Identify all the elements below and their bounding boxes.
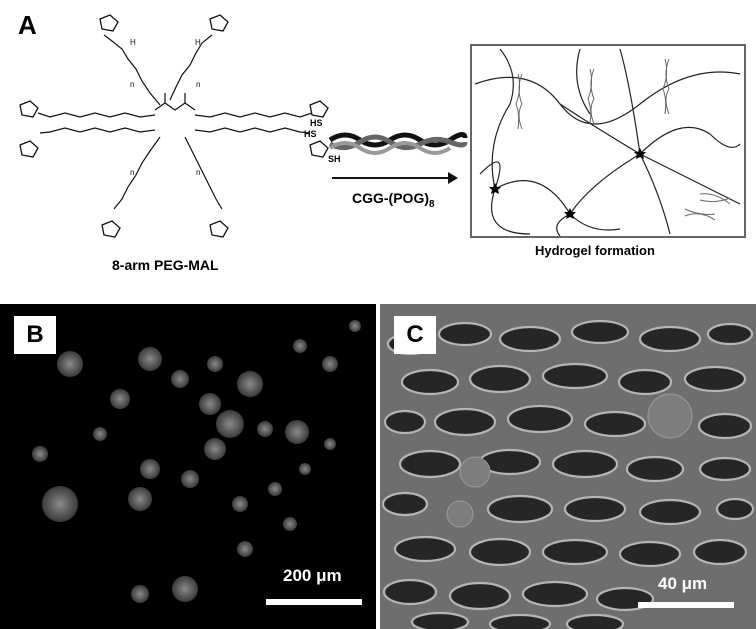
n-label: n — [130, 168, 134, 177]
panel-a: A — [0, 0, 756, 290]
panel-a-label: A — [18, 10, 37, 40]
thiol-label: HS — [304, 129, 317, 139]
hydrogel-network — [470, 44, 746, 238]
sem-porous-network — [380, 304, 756, 629]
amide-h: H — [195, 38, 201, 47]
panel-c-scale-text: 40 μm — [658, 574, 708, 593]
panel-b-fluorescence-image: B 200 μm — [0, 304, 376, 629]
panel-b-scale-bar — [266, 599, 362, 605]
peptide-name: CGG-(POG)8 — [352, 190, 435, 210]
amide-h: H — [130, 38, 136, 47]
panel-b-label: B — [14, 316, 56, 354]
thiol-label: HS — [310, 118, 323, 128]
panel-c-sem-image: C 40 μm — [380, 304, 756, 629]
panel-c-scale-bar — [638, 602, 734, 608]
n-label: n — [196, 80, 200, 89]
panel-c-label: C — [394, 316, 436, 354]
reaction-arrow — [332, 172, 458, 184]
n-label: n — [196, 168, 200, 177]
hydrogel-caption: Hydrogel formation — [535, 243, 655, 258]
panel-b-scale-text: 200 μm — [283, 566, 342, 585]
peg-mal-caption: 8-arm PEG-MAL — [112, 257, 219, 273]
collagen-peptide-helix: HS HS SH — [304, 118, 468, 164]
n-label: n — [130, 80, 134, 89]
fluorescence-spheres — [32, 320, 361, 603]
thiol-label: SH — [328, 154, 341, 164]
peg-mal-structure: H H n n n n — [19, 14, 329, 238]
